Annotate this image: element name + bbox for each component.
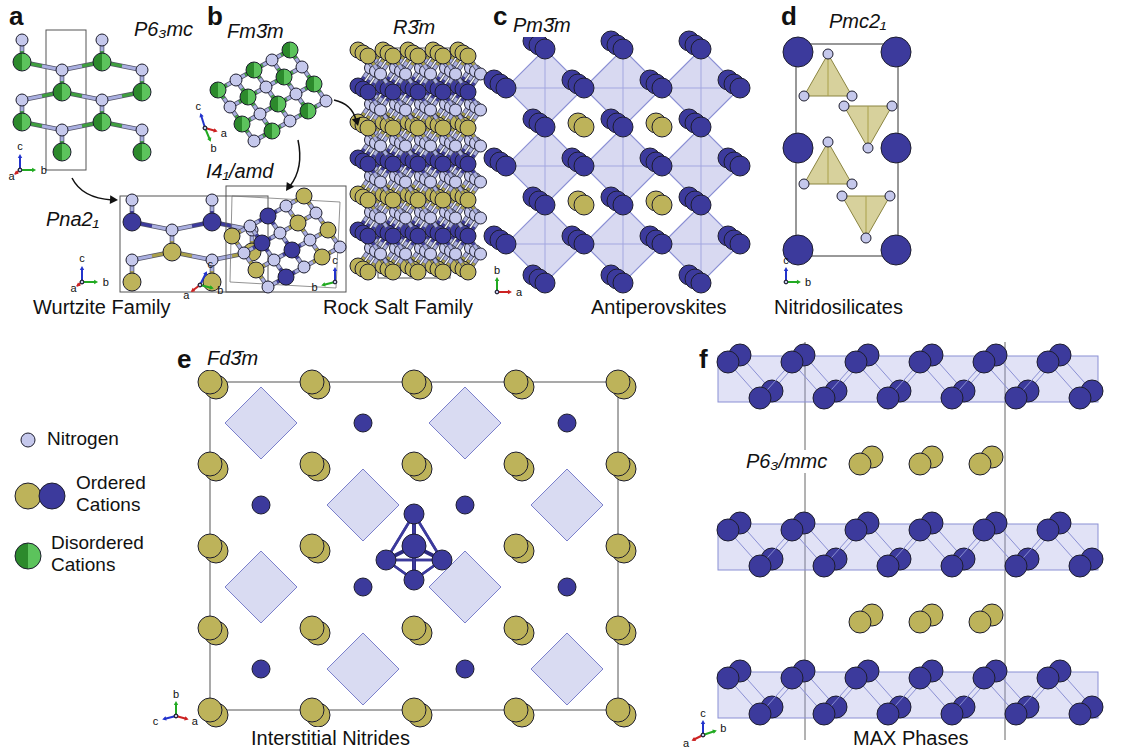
- interstitial-nitride-structure: [198, 370, 636, 727]
- space-group: P6₃/mmc: [745, 450, 828, 473]
- axis-label: b: [494, 264, 500, 277]
- axis-label: b: [805, 276, 811, 289]
- family-name: Nitridosilicates: [773, 296, 904, 319]
- axis-label: c: [17, 140, 23, 153]
- space-group: Pmc2₁: [828, 10, 887, 33]
- family-name: Interstitial Nitrides: [250, 727, 411, 750]
- rocksalt-structure: [210, 42, 332, 147]
- ordered-rocksalt-structure: [224, 188, 346, 293]
- nitridosilicate-structure: [783, 37, 911, 265]
- axis-label: b: [103, 276, 109, 289]
- axis-label: c: [79, 252, 85, 265]
- legend-text: Disordered Cations: [50, 532, 172, 576]
- panel-letter: a: [8, 2, 24, 32]
- axis-label: a: [70, 282, 76, 295]
- space-group: R3̄m: [392, 16, 436, 39]
- axis-label: a: [221, 127, 227, 140]
- panel-letter: f: [698, 345, 709, 375]
- axis-label: c: [332, 254, 338, 267]
- panel-letter: d: [780, 2, 798, 32]
- axis-label: c: [783, 254, 789, 267]
- space-group: Fm3̄m: [226, 20, 285, 43]
- axis-label: b: [210, 142, 216, 155]
- axis-label: b: [41, 164, 47, 177]
- space-group: I4₁/amd: [205, 160, 274, 183]
- axis-label: a: [8, 170, 14, 183]
- legend-text: Ordered Cations: [75, 472, 172, 516]
- family-name: MAX Phases: [852, 727, 970, 750]
- axis-label: a: [683, 737, 689, 750]
- transition-arrow: [286, 100, 360, 191]
- ordered-wurtzite-structure: [123, 194, 261, 291]
- layered-rocksalt-structure: [350, 42, 487, 280]
- axis-label: b: [217, 284, 223, 297]
- panel-letter: c: [492, 2, 508, 32]
- axis-label: b: [312, 281, 318, 294]
- axis-label: a: [192, 715, 198, 728]
- axis-label: b: [720, 722, 726, 735]
- axis-label: c: [700, 707, 706, 720]
- axis-triad: [14, 113, 801, 741]
- panel-letter: b: [206, 2, 224, 32]
- antiperovskite-structure: [484, 31, 750, 293]
- family-name: Antiperovskites: [590, 296, 728, 319]
- axis-label: c: [195, 100, 201, 113]
- space-group: Fd3̄m: [206, 347, 259, 370]
- axis-label: a: [183, 289, 189, 302]
- axis-label: b: [173, 688, 179, 701]
- axis-label: c: [153, 715, 159, 728]
- axis-label: c: [207, 258, 213, 271]
- family-name: Wurtzite Family: [32, 296, 171, 319]
- wurtzite-structure: [13, 34, 151, 161]
- space-group: Pna2₁: [45, 208, 100, 231]
- space-group: Pm3̄m: [512, 14, 572, 37]
- axis-label: a: [516, 286, 522, 299]
- legend-text: Nitrogen: [46, 428, 248, 450]
- transition-arrow: [72, 178, 118, 204]
- panel-letter: e: [176, 345, 192, 375]
- family-name: Rock Salt Family: [322, 296, 474, 319]
- max-phase-structure: [717, 342, 1103, 740]
- space-group: P6₃mc: [133, 18, 194, 41]
